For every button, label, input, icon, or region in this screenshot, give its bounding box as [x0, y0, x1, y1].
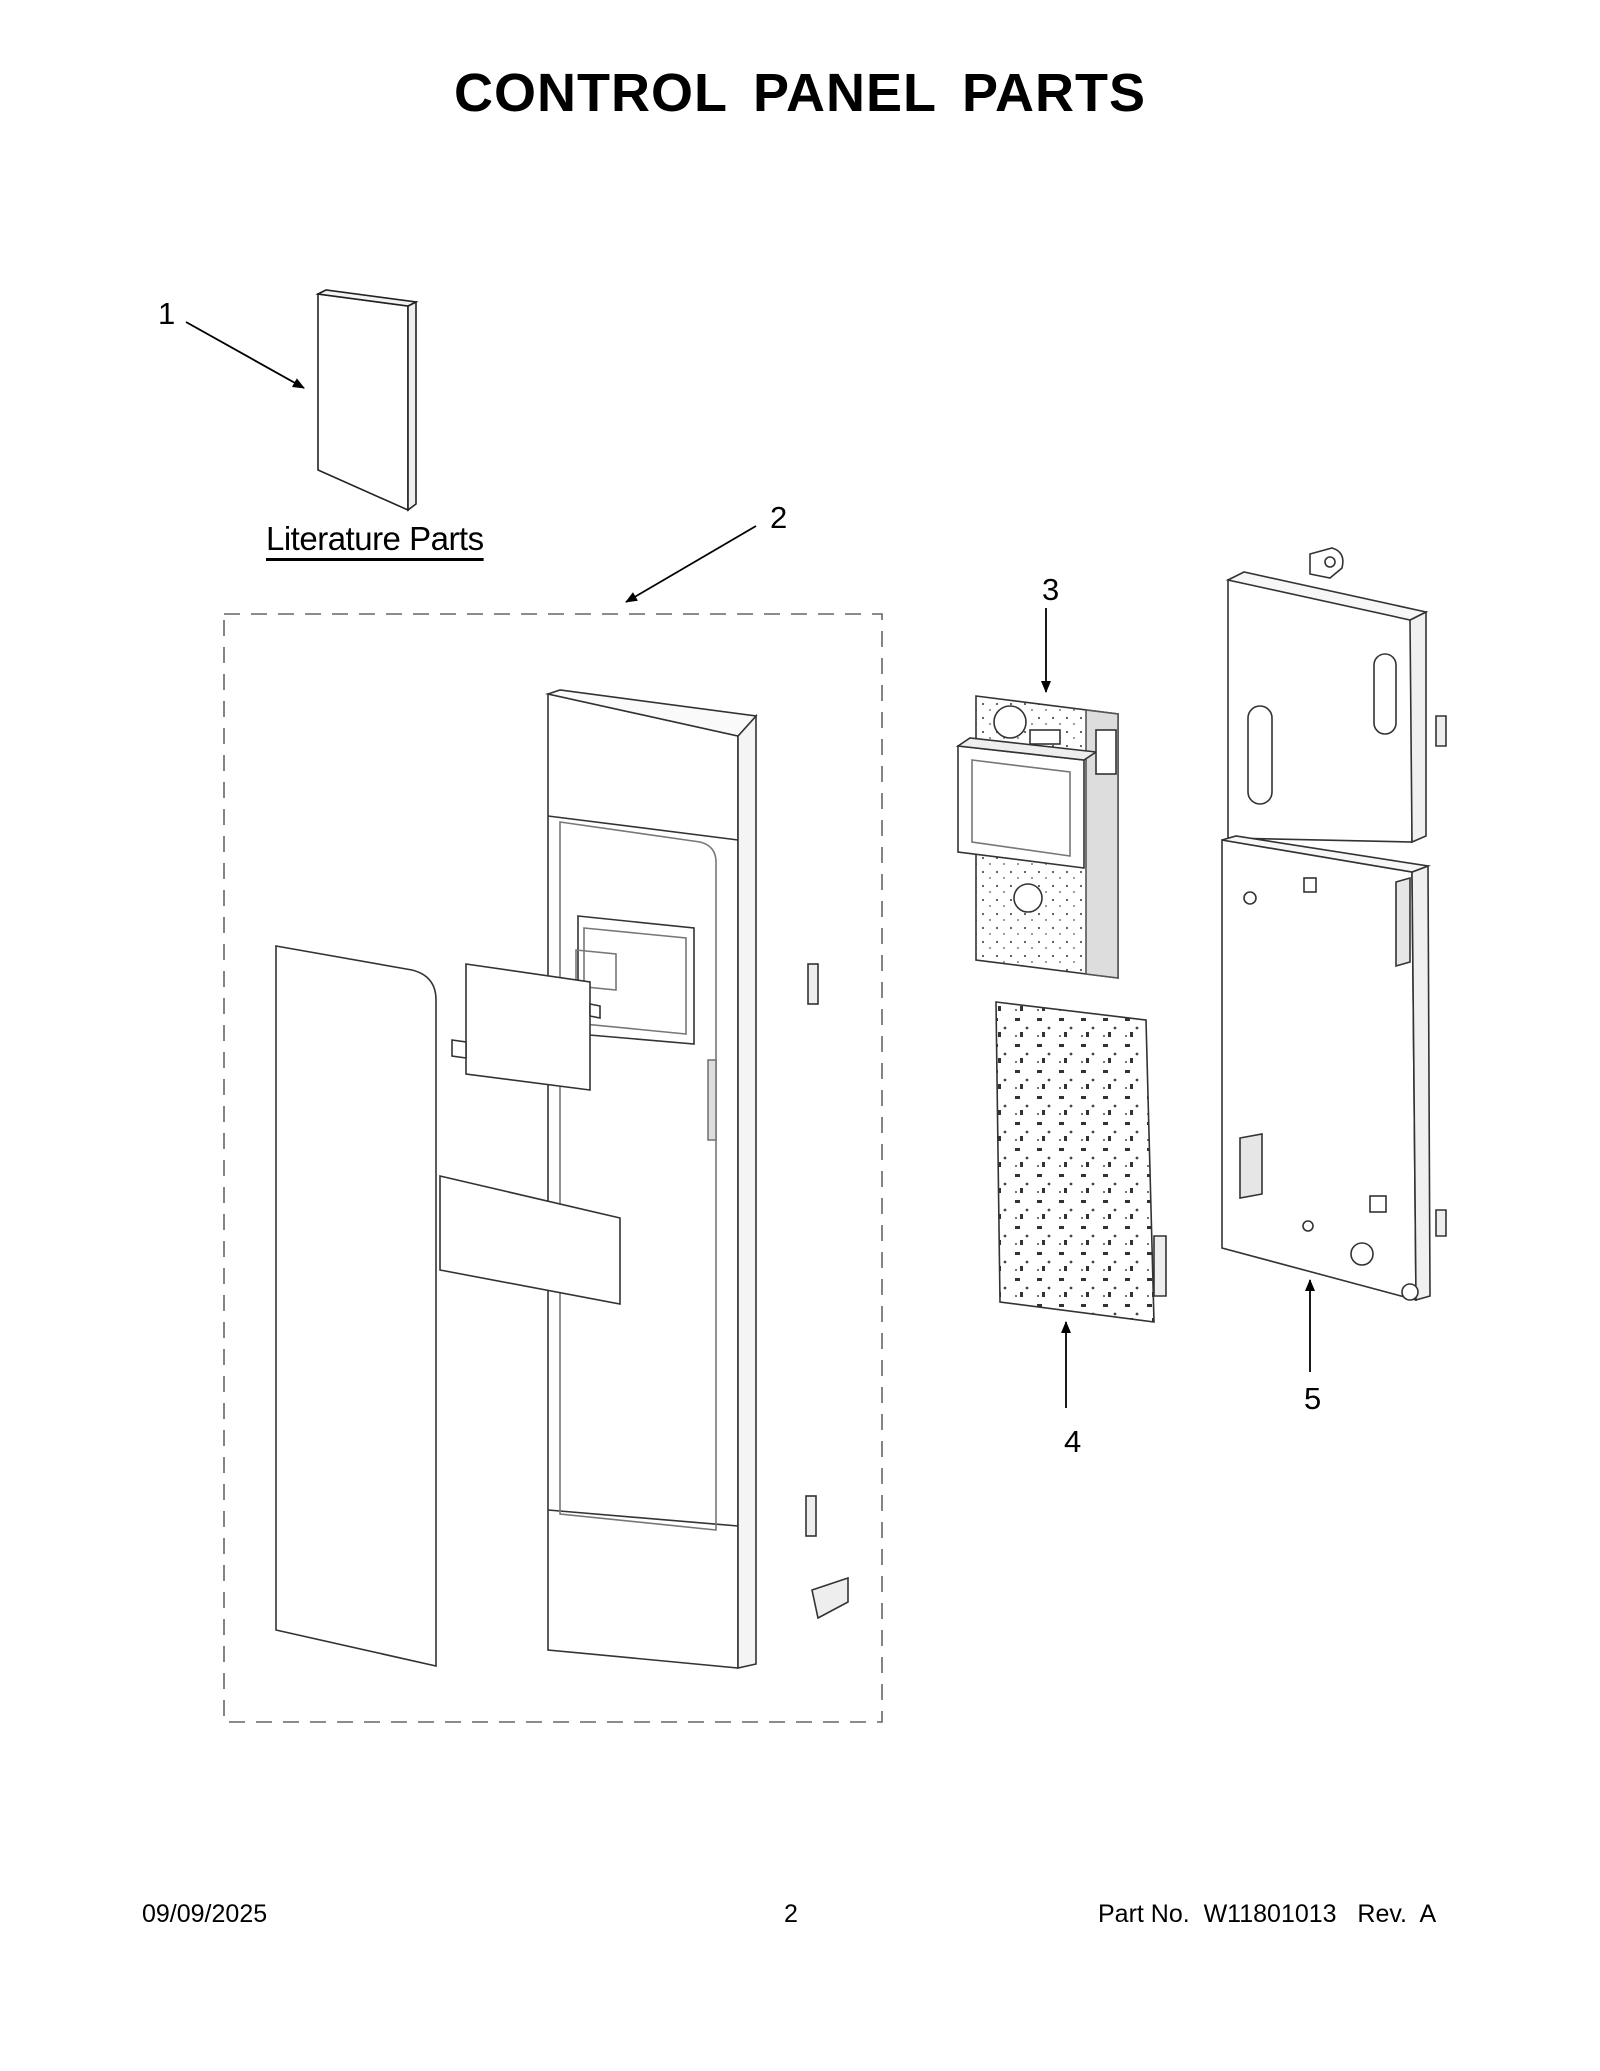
callout-5: 5: [1304, 1381, 1322, 1416]
footer-page-number: 2: [784, 1900, 798, 1928]
literature-parts-label: Literature Parts: [266, 520, 484, 557]
main-control-board: [995, 1001, 1167, 1323]
literature-booklet: [315, 289, 419, 512]
touch-overlay: [275, 945, 621, 1667]
window-insert: [451, 963, 601, 1091]
callout-2: 2: [770, 500, 788, 535]
callout-3: 3: [1042, 572, 1060, 607]
page-title: CONTROL PANEL PARTS: [453, 63, 1147, 123]
callout-4: 4: [1064, 1424, 1082, 1459]
display-board: [955, 695, 1119, 979]
callout-1: 1: [158, 296, 176, 331]
mounting-bracket: [1221, 547, 1447, 1302]
assembly-boundary: [223, 613, 883, 1723]
control-panel-frame: [545, 689, 849, 1669]
footer-date: 09/09/2025: [142, 1900, 268, 1928]
footer-part-number: Part No. W11801013 Rev. A: [1098, 1900, 1437, 1928]
